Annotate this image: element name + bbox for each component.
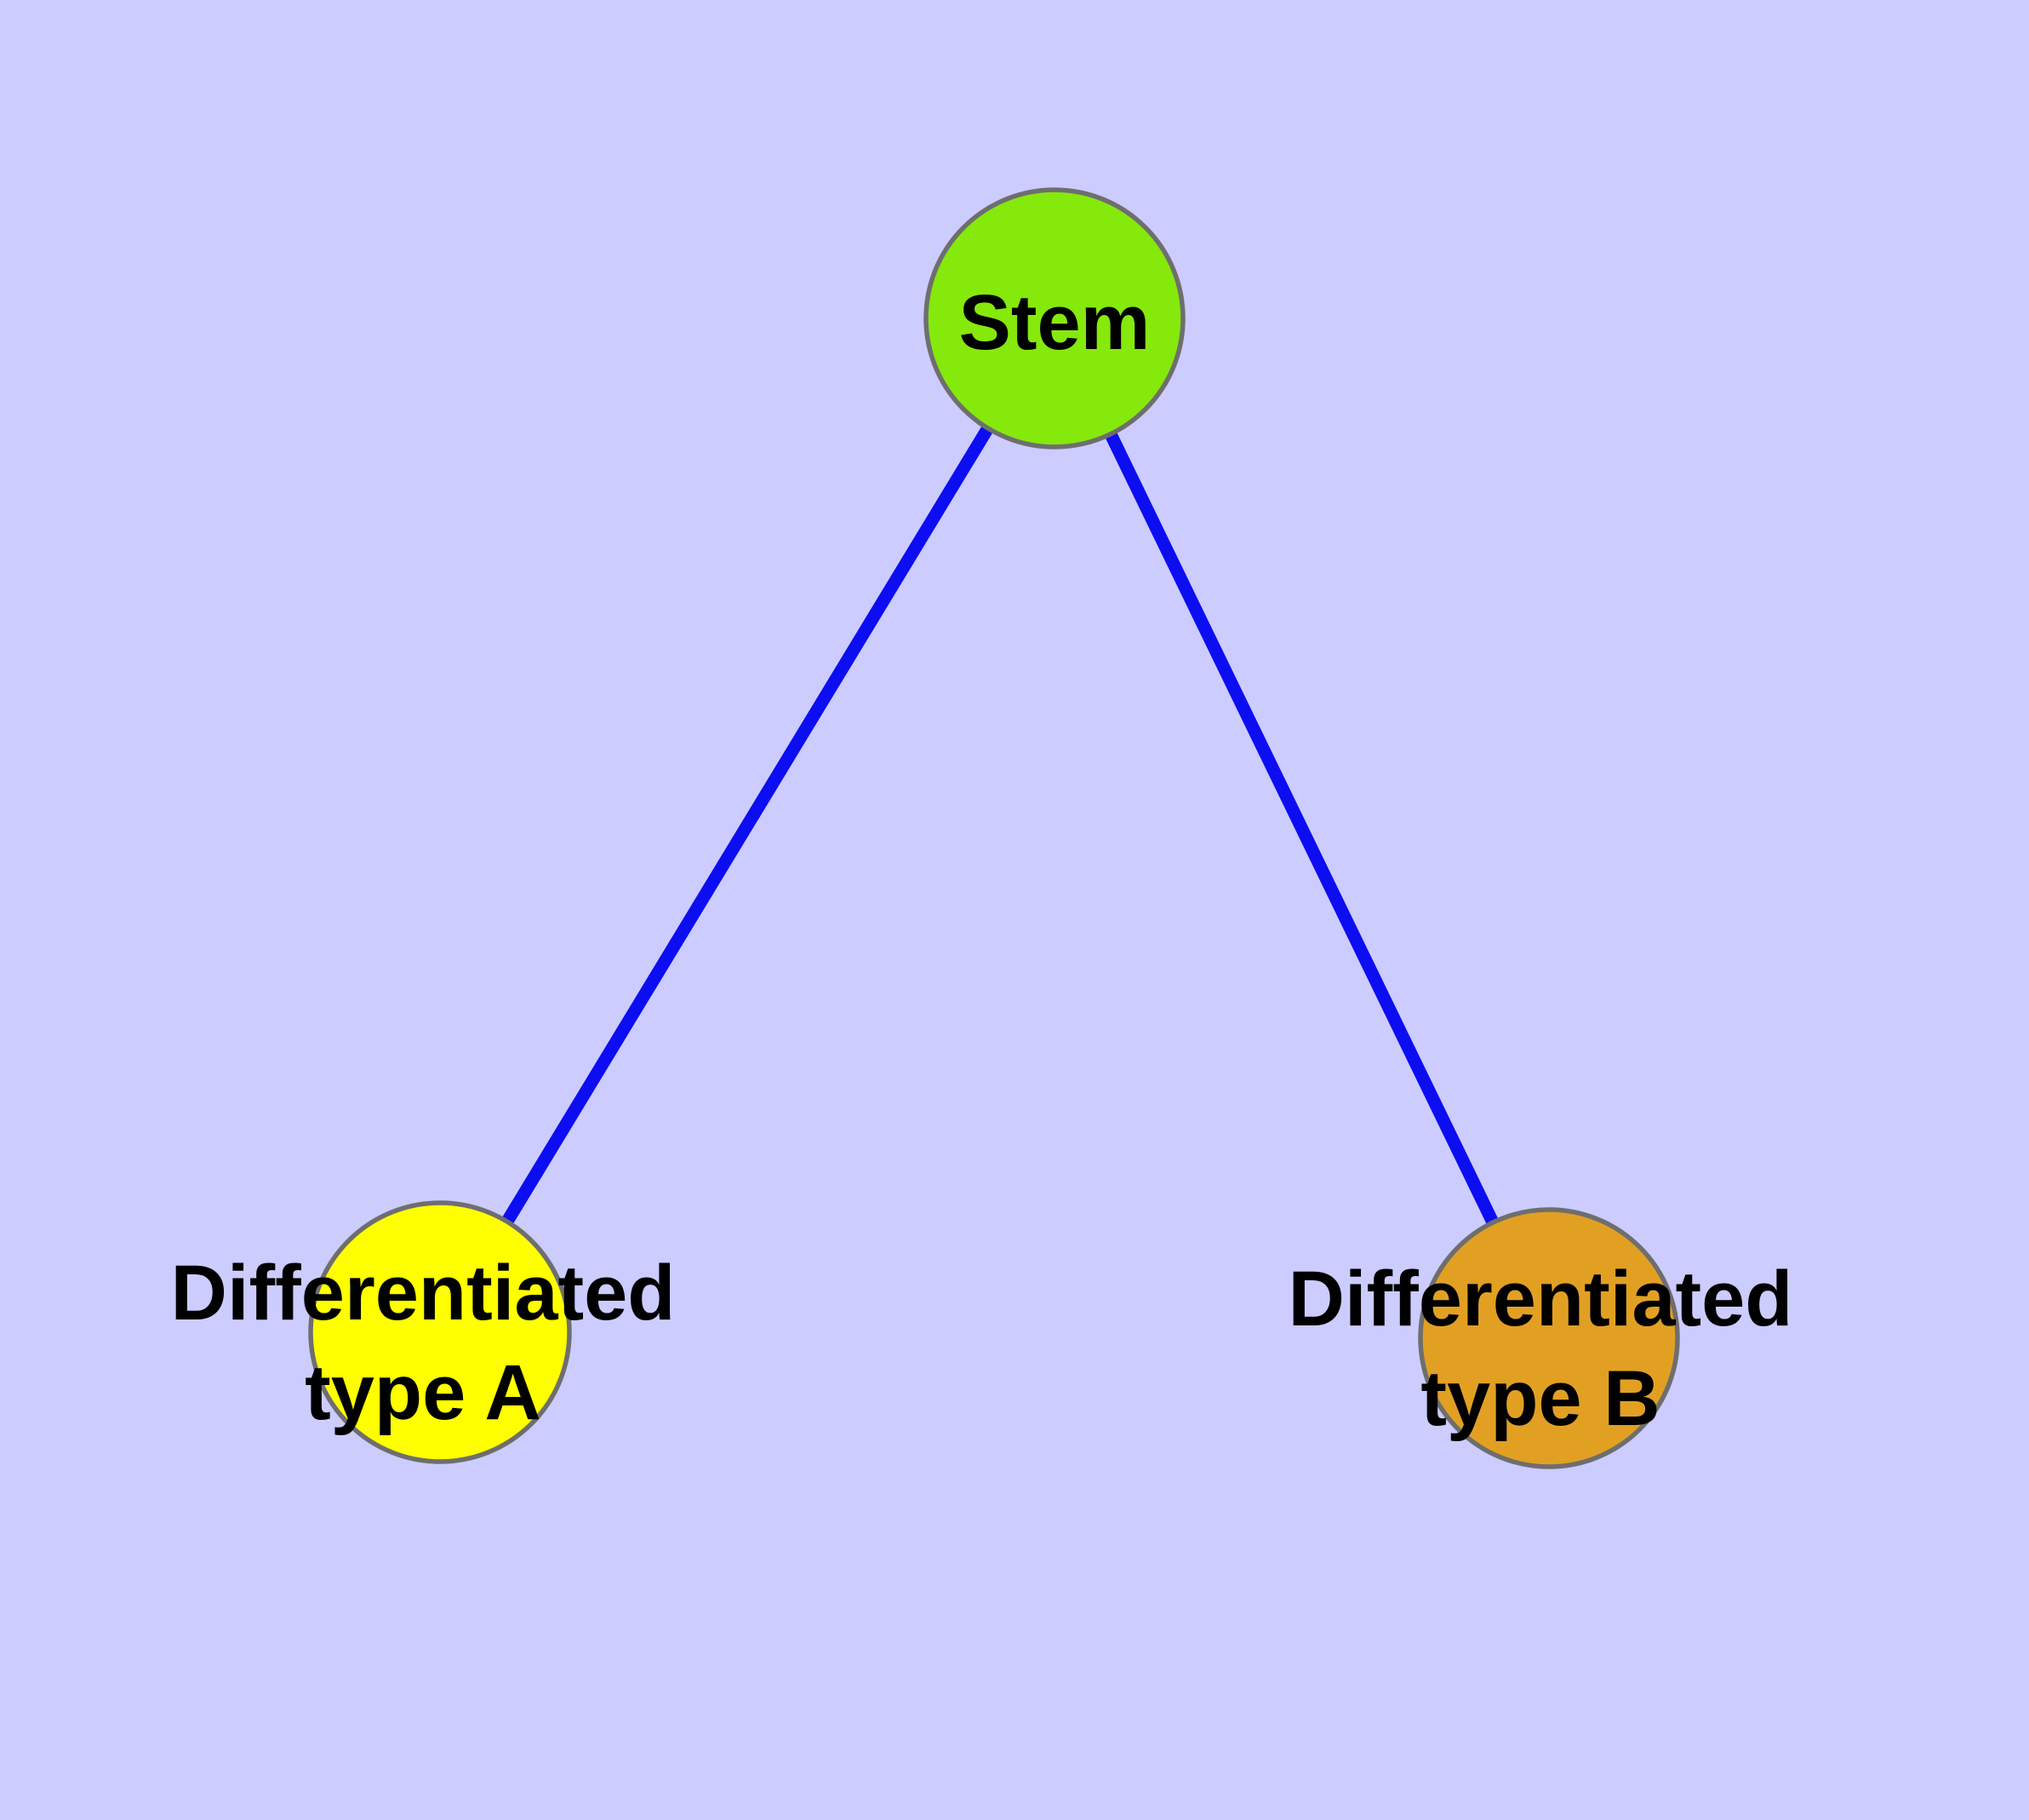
differentiated-type-a-node: [308, 1200, 572, 1464]
type-a-label-line2: type A: [305, 1349, 541, 1436]
type-b-label-line1: Differentiated: [1289, 1256, 1793, 1342]
edge-stem-to-type-a: [434, 315, 1060, 1336]
differentiated-type-b-node: [1418, 1207, 1680, 1469]
stem-node: [923, 187, 1186, 449]
edge-stem-to-type-b: [1049, 315, 1555, 1342]
type-b-label-line2: type B: [1420, 1355, 1660, 1442]
type-a-label-line1: Differentiated: [171, 1250, 676, 1336]
stem-node-label: Stem: [959, 279, 1151, 366]
